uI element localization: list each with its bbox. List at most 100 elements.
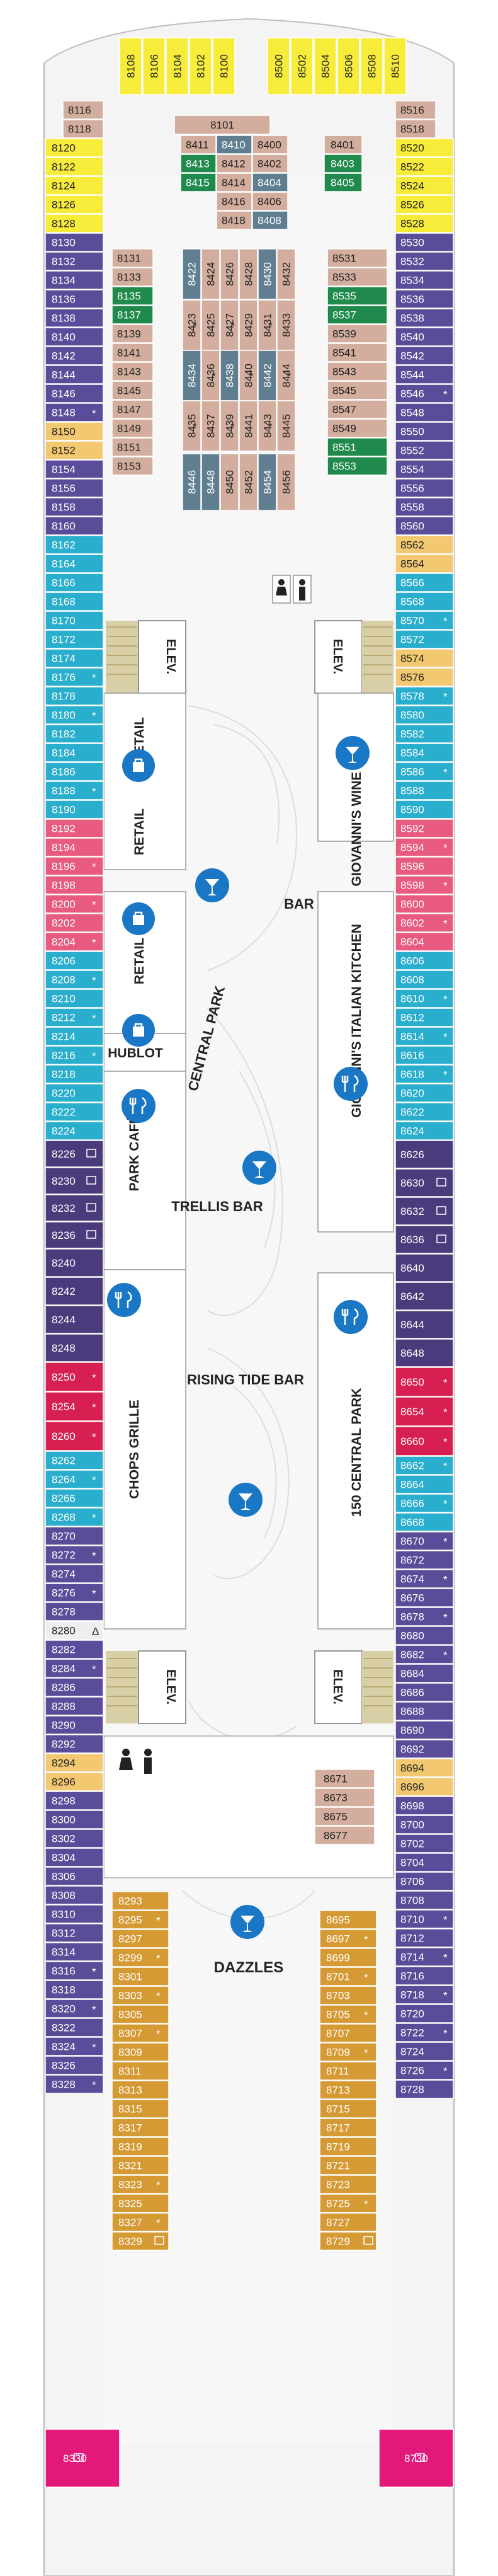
cabin-8418[interactable]: 8418 [216, 210, 252, 230]
cabin-8431[interactable]: 8431* [257, 299, 277, 351]
cabin-8668[interactable]: 8668 [395, 1512, 454, 1532]
cabin-8572[interactable]: 8572 [395, 630, 454, 649]
cabin-8136[interactable]: 8136 [45, 289, 104, 309]
cabin-8717[interactable]: 8717 [319, 2118, 377, 2137]
cabin-8222[interactable]: 8222 [45, 1102, 104, 1122]
cabin-8456[interactable]: 8456 [276, 453, 296, 511]
cabin-8698[interactable]: 8698 [395, 1796, 454, 1815]
cabin-8539[interactable]: 8539 [327, 324, 388, 343]
cabin-8400[interactable]: 8400 [252, 135, 288, 154]
cabin-8308[interactable]: 8308 [45, 1885, 104, 1905]
cabin-8727[interactable]: 8727 [319, 2212, 377, 2232]
cabin-8564[interactable]: 8564 [395, 554, 454, 573]
cabin-8640[interactable]: 8640 [395, 1253, 454, 1282]
cabin-8670[interactable]: 8670* [395, 1531, 454, 1551]
cabin-8120[interactable]: 8120 [45, 138, 104, 158]
cabin-8666[interactable]: 8666* [395, 1493, 454, 1513]
cabin-8712[interactable]: 8712 [395, 1928, 454, 1948]
cabin-8295[interactable]: 8295* [111, 1910, 169, 1929]
cabin-8582[interactable]: 8582 [395, 724, 454, 744]
cabin-8401[interactable]: 8401 [324, 135, 363, 154]
cabin-8318[interactable]: 8318 [45, 1980, 104, 1999]
cabin-8133[interactable]: 8133 [111, 267, 154, 287]
cabin-8574[interactable]: 8574 [395, 648, 454, 668]
cabin-8594[interactable]: 8594* [395, 837, 454, 857]
cabin-8108[interactable]: 8108 [119, 37, 142, 95]
cabin-8702[interactable]: 8702 [395, 1834, 454, 1853]
cabin-8176[interactable]: 8176* [45, 667, 104, 687]
cabin-8184[interactable]: 8184 [45, 743, 104, 762]
cabin-8430[interactable]: 8430 [257, 248, 277, 300]
cabin-8116[interactable]: 8116 [62, 100, 104, 120]
cabin-8408[interactable]: 8408 [252, 210, 288, 230]
cabin-8502[interactable]: 8502 [290, 37, 314, 95]
cabin-8204[interactable]: 8204* [45, 932, 104, 952]
cabin-8172[interactable]: 8172 [45, 630, 104, 649]
cabin-8672[interactable]: 8672 [395, 1550, 454, 1570]
cabin-8614[interactable]: 8614* [395, 1026, 454, 1046]
cabin-8566[interactable]: 8566 [395, 573, 454, 592]
cabin-8542[interactable]: 8542 [395, 346, 454, 365]
cabin-8170[interactable]: 8170 [45, 611, 104, 630]
cabin-8330[interactable]: 8330 [45, 2429, 120, 2488]
cabin-8164[interactable]: 8164 [45, 554, 104, 573]
cabin-8606[interactable]: 8606 [395, 951, 454, 970]
cabin-8306[interactable]: 8306 [45, 1866, 104, 1886]
cabin-8586[interactable]: 8586* [395, 762, 454, 781]
cabin-8190[interactable]: 8190 [45, 800, 104, 819]
cabin-8302[interactable]: 8302 [45, 1829, 104, 1848]
cabin-8710[interactable]: 8710* [395, 1909, 454, 1929]
cabin-8321[interactable]: 8321 [111, 2156, 169, 2175]
cabin-8537[interactable]: 8537 [327, 305, 388, 325]
cabin-8224[interactable]: 8224 [45, 1121, 104, 1141]
cabin-8578[interactable]: 8578* [395, 686, 454, 706]
cabin-8626[interactable]: 8626 [395, 1140, 454, 1169]
cabin-8438[interactable]: 8438 [220, 350, 239, 401]
cabin-8724[interactable]: 8724 [395, 2042, 454, 2061]
cabin-8630[interactable]: 8630 [395, 1168, 454, 1197]
cabin-8726[interactable]: 8726* [395, 2061, 454, 2080]
cabin-8435[interactable]: 8435* [182, 400, 201, 452]
cabin-8602[interactable]: 8602* [395, 913, 454, 933]
cabin-8590[interactable]: 8590 [395, 800, 454, 819]
cabin-8516[interactable]: 8516 [395, 100, 436, 120]
cabin-8212[interactable]: 8212* [45, 1008, 104, 1027]
cabin-8728[interactable]: 8728 [395, 2079, 454, 2099]
cabin-8134[interactable]: 8134 [45, 270, 104, 290]
cabin-8550[interactable]: 8550 [395, 422, 454, 441]
cabin-8276[interactable]: 8276* [45, 1583, 104, 1602]
cabin-8701[interactable]: 8701* [319, 1967, 377, 1986]
cabin-8296[interactable]: 8296 [45, 1772, 104, 1791]
cabin-8104[interactable]: 8104 [166, 37, 189, 95]
cabin-8604[interactable]: 8604 [395, 932, 454, 952]
cabin-8128[interactable]: 8128 [45, 214, 104, 233]
cabin-8303[interactable]: 8303* [111, 1986, 169, 2005]
cabin-8160[interactable]: 8160 [45, 516, 104, 536]
cabin-8690[interactable]: 8690 [395, 1720, 454, 1740]
cabin-8699[interactable]: 8699 [319, 1948, 377, 1967]
cabin-8436[interactable]: 8436* [201, 350, 220, 401]
cabin-8402[interactable]: 8402 [252, 154, 288, 173]
cabin-8547[interactable]: 8547 [327, 400, 388, 419]
cabin-8522[interactable]: 8522 [395, 157, 454, 176]
cabin-8411[interactable]: 8411 [180, 135, 217, 154]
cabin-8543[interactable]: 8543 [327, 362, 388, 381]
cabin-8533[interactable]: 8533 [327, 267, 388, 287]
cabin-8132[interactable]: 8132 [45, 251, 104, 271]
cabin-8598[interactable]: 8598* [395, 875, 454, 895]
cabin-8532[interactable]: 8532 [395, 251, 454, 271]
cabin-8262[interactable]: 8262 [45, 1451, 104, 1470]
cabin-8424[interactable]: 8424 [201, 248, 220, 300]
cabin-8405[interactable]: 8405 [324, 173, 363, 192]
cabin-8139[interactable]: 8139 [111, 324, 154, 343]
cabin-8150[interactable]: 8150 [45, 422, 104, 441]
cabin-8535[interactable]: 8535 [327, 286, 388, 306]
cabin-8620[interactable]: 8620 [395, 1083, 454, 1103]
cabin-8141[interactable]: 8141 [111, 343, 154, 362]
cabin-8272[interactable]: 8272* [45, 1545, 104, 1565]
cabin-8576[interactable]: 8576 [395, 667, 454, 687]
cabin-8684[interactable]: 8684 [395, 1664, 454, 1683]
cabin-8600[interactable]: 8600 [395, 894, 454, 914]
cabin-8101[interactable]: 8101 [174, 115, 271, 135]
cabin-8248[interactable]: 8248 [45, 1333, 104, 1362]
